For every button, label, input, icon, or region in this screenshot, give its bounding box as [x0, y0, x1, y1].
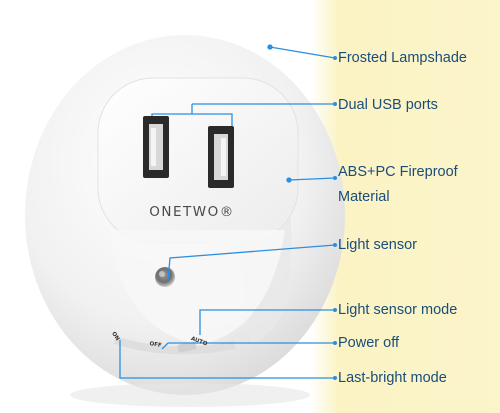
- brand-logo-text: ONETWO®: [149, 204, 235, 220]
- light-sensor: [155, 267, 175, 287]
- callout-light-sensor: Light sensor: [338, 237, 417, 253]
- lower-body: [110, 230, 285, 345]
- callout-power-off: Power off: [338, 335, 399, 351]
- callout-dual-usb-ports: Dual USB ports: [338, 97, 438, 113]
- usb-port-left: [143, 116, 169, 178]
- callout-material: Material: [338, 189, 390, 205]
- mode-switch-knob: [177, 341, 197, 353]
- callout-light-sensor-mode: Light sensor mode: [338, 302, 458, 318]
- lampshade-rim-shadow: [70, 383, 310, 407]
- callout-last-bright-mode: Last-bright mode: [338, 370, 447, 386]
- leader-lines: [119, 44, 336, 379]
- callout-abs-pc-fireproof: ABS+PC Fireproof: [338, 164, 458, 180]
- leader-markers: [333, 56, 337, 380]
- callout-frosted-lampshade: Frosted Lampshade: [338, 50, 467, 66]
- mode-switch-strip: [113, 336, 236, 355]
- usb-port-right: [208, 126, 234, 188]
